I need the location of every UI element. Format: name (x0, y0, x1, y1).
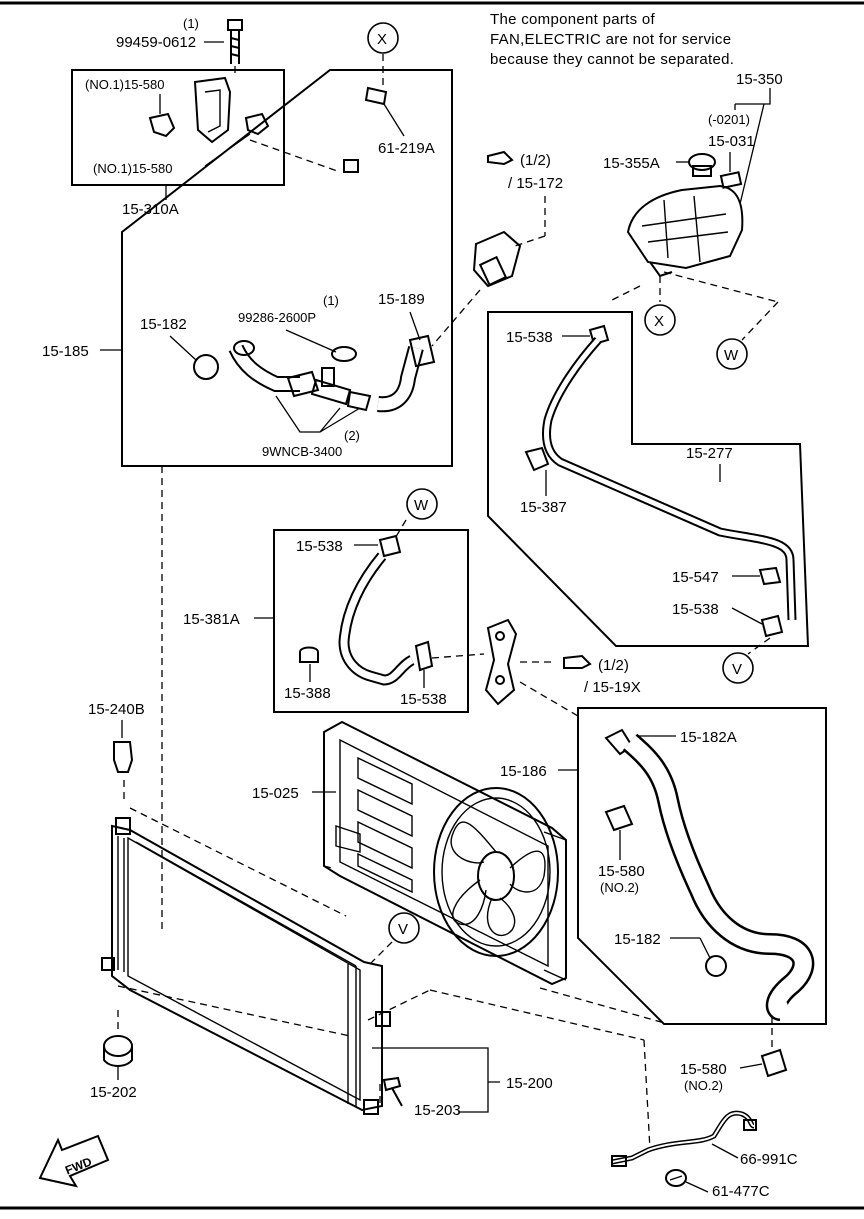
label-15-203: 15-203 (414, 1102, 461, 1119)
clamp-15-182-bottom (705, 955, 727, 977)
bolt-99459 (227, 19, 243, 64)
label-15-580-no2: 15-580 (598, 863, 645, 880)
forward-direction-arrow: FWD (38, 1134, 110, 1188)
clip-15-387 (524, 446, 550, 472)
label-15-025: 15-025 (252, 785, 299, 802)
callout-v-right-label: V (732, 661, 742, 678)
radiator-15-200 (101, 817, 391, 1115)
box-15-186 (577, 707, 827, 1025)
label-61-477c: 61-477C (712, 1183, 770, 1200)
label-15-182a: 15-182A (680, 729, 737, 746)
cap-15-388 (299, 646, 319, 663)
label-15-19x-frac: (1/2) (598, 657, 629, 674)
water-outlet-15-19x (484, 618, 518, 706)
callout-x-right-label: X (654, 313, 664, 330)
label-15-200: 15-200 (506, 1075, 553, 1092)
callout-v-right (722, 652, 754, 684)
label-15-202: 15-202 (90, 1084, 137, 1101)
clip-61-477c (665, 1169, 687, 1187)
note-line-3: because they cannot be separated. (490, 51, 734, 68)
label-15-538-b: 15-538 (672, 601, 719, 618)
mount-15-240b (113, 741, 134, 773)
label-15-538-a: 15-538 (506, 329, 553, 346)
tee-connector-9wncb (286, 367, 372, 412)
label-99459: 99459-0612 (116, 34, 196, 51)
note-line-1: The component parts of (490, 11, 656, 28)
label-15-186: 15-186 (500, 763, 547, 780)
note-line-2: FAN,ELECTRIC are not for service (490, 31, 731, 48)
label-15-182-top: 15-182 (140, 316, 187, 333)
mount-15-202 (103, 1035, 133, 1067)
callout-x-top (367, 22, 399, 54)
callout-x-right (644, 304, 676, 336)
label-15-185: 15-185 (42, 343, 89, 360)
callout-x-top-label: X (377, 31, 387, 48)
clip-15-580-no2-lower (760, 1048, 788, 1078)
hose-15-277 (544, 338, 795, 621)
label-15-189: 15-189 (378, 291, 425, 308)
label-15-172: / 15-172 (508, 175, 563, 192)
callout-w-mid (406, 488, 438, 520)
clamp-15-189 (408, 334, 436, 368)
clip-15-580-no2 (604, 804, 634, 832)
callout-w-right (716, 338, 748, 370)
label-15-182-bottom: 15-182 (614, 931, 661, 948)
label-15-19x: / 15-19X (584, 679, 641, 696)
label-15-387: 15-387 (520, 499, 567, 516)
callout-v-mid-label: V (398, 921, 408, 938)
box-15-381a (273, 529, 469, 713)
hose-15-381a (340, 553, 414, 684)
label-15-172-frac: (1/2) (520, 152, 551, 169)
label-15-538-c: 15-538 (296, 538, 343, 555)
label-99459-qty: (1) (183, 16, 199, 31)
thermostat-housing-15-172 (472, 230, 522, 288)
fan-motor-assembly (433, 787, 559, 957)
fan-shroud-15-025 (323, 720, 567, 986)
label-15-350: 15-350 (736, 71, 783, 88)
clamp-15-182-top (193, 354, 219, 380)
bracket-15-310a (148, 76, 270, 144)
label-99286-qty: (1) (323, 293, 339, 308)
hose-15-186 (624, 735, 812, 1019)
label-15-580-no1-a: (NO.1)15-580 (85, 77, 164, 92)
service-note: The component parts of FAN,ELECTRIC are … (490, 11, 734, 68)
box-15-277 (487, 311, 810, 647)
callout-w-right-label: W (724, 347, 739, 364)
label-9wncb: 9WNCB-3400 (262, 444, 342, 459)
label-9wncb-qty: (2) (344, 428, 360, 443)
label-15-580-no2-tag: (NO.2) (600, 880, 639, 895)
label-15-240b: 15-240B (88, 701, 145, 718)
label-61-219a: 61-219A (378, 140, 435, 157)
arrow-marker-15-19x (563, 654, 592, 669)
callout-w-mid-label: W (414, 497, 429, 514)
label-99286: 99286-2600P (238, 310, 316, 325)
label-15-031: 15-031 (708, 133, 755, 150)
label-15-547: 15-547 (672, 569, 719, 586)
label-15-381a: 15-381A (183, 611, 240, 628)
label-15-580-no2-b: 15-580 (680, 1061, 727, 1078)
label-15-388: 15-388 (284, 685, 331, 702)
label-15-355a: 15-355A (603, 155, 660, 172)
bolt-15-203 (382, 1076, 403, 1107)
callout-v-mid (388, 912, 420, 944)
box-15-185 (121, 69, 453, 467)
coolant-reservoir-15-350 (626, 184, 744, 278)
arrow-marker-15-172 (487, 150, 514, 166)
label-15-580-no2-b-tag: (NO.2) (684, 1078, 723, 1093)
label-15-031-date: (-0201) (708, 112, 750, 127)
label-15-277: 15-277 (686, 445, 733, 462)
box-15-310a (71, 69, 285, 186)
reservoir-cap-15-355a (688, 153, 716, 171)
label-15-580-no1-b: (NO.1)15-580 (93, 161, 172, 176)
label-66-991c: 66-991C (740, 1151, 798, 1168)
label-15-538-d: 15-538 (400, 691, 447, 708)
